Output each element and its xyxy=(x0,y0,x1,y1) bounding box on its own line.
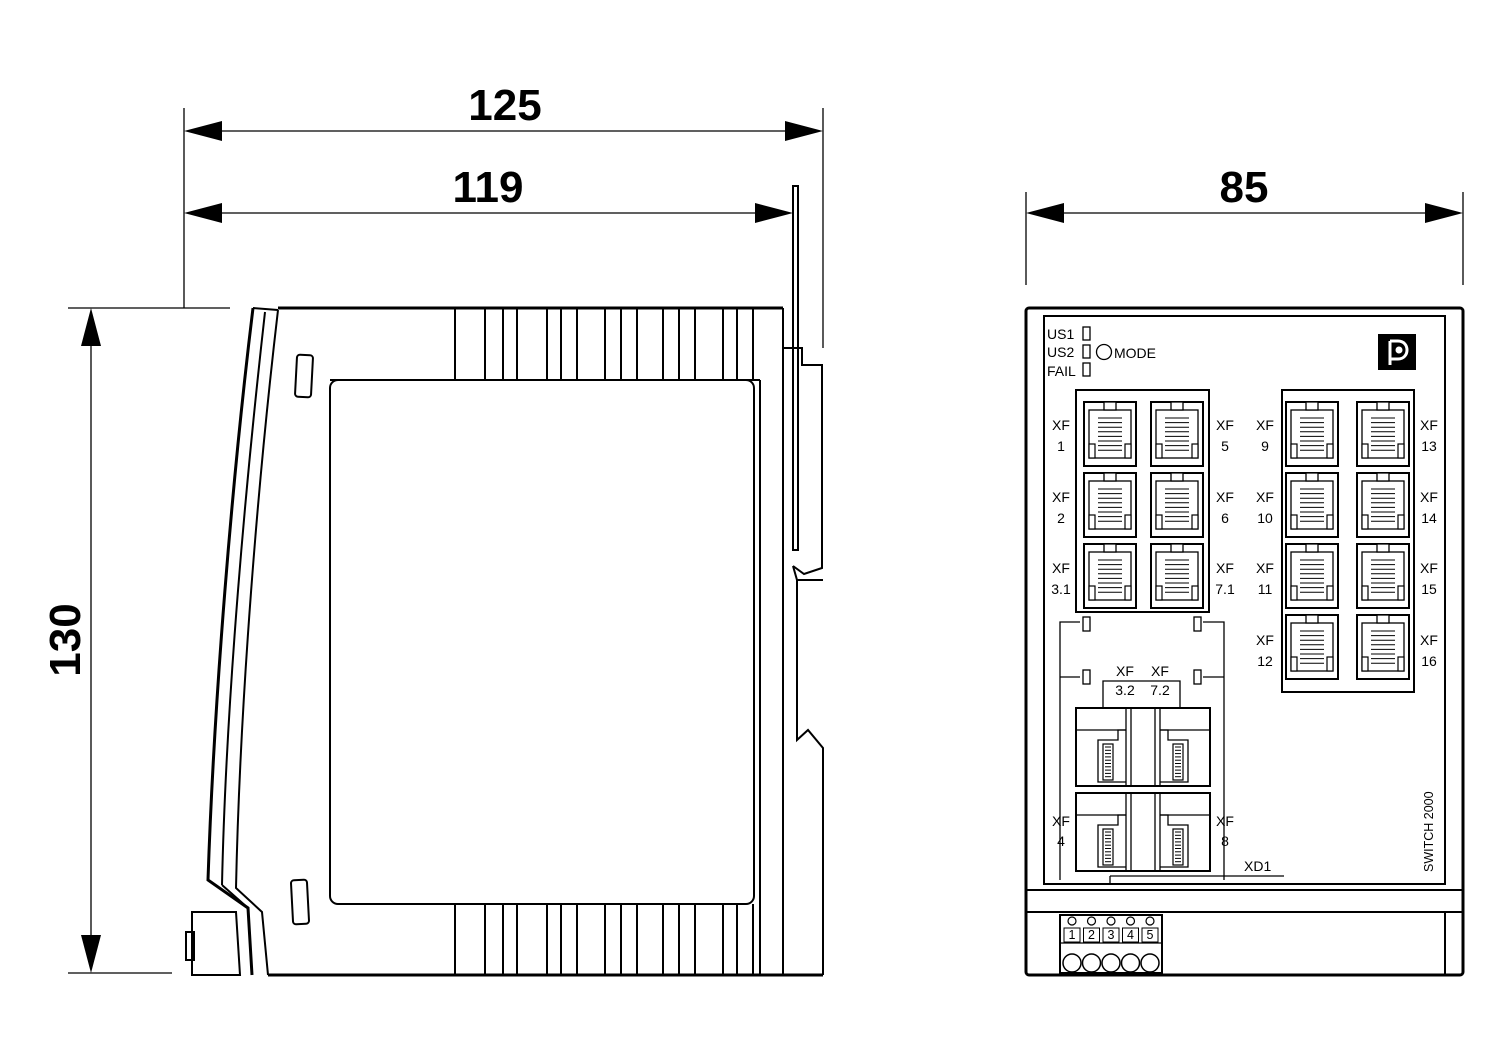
port-label-num: 15 xyxy=(1421,581,1437,597)
port-label-num: 1 xyxy=(1057,438,1065,454)
xd1-label: XD1 xyxy=(1244,858,1271,874)
dimension-125-label: 125 xyxy=(468,81,541,130)
rj45-port[interactable] xyxy=(1356,543,1410,609)
port-label-num: 2 xyxy=(1057,510,1065,526)
led-us2-indicator xyxy=(1082,344,1091,359)
terminal-pin[interactable]: 4 xyxy=(1120,916,1141,973)
port-label-xf: XF xyxy=(1256,560,1274,576)
port-label-num: 10 xyxy=(1257,510,1273,526)
port-label-num: 7.1 xyxy=(1215,581,1235,597)
sfp-label-xf: XF xyxy=(1052,813,1070,829)
rj45-port[interactable] xyxy=(1083,543,1137,609)
xd1-connector: XD1 xyxy=(1059,858,1284,974)
sfp-label-xf: XF xyxy=(1151,663,1169,679)
port-label-xf: XF xyxy=(1420,560,1438,576)
rj45-port[interactable] xyxy=(1285,401,1339,467)
terminal-number: 3 xyxy=(1108,928,1115,942)
dimension-130-label: 130 xyxy=(41,603,90,676)
sfp-led xyxy=(1193,616,1202,632)
port-label-num: 12 xyxy=(1257,653,1273,669)
port-label-num: 14 xyxy=(1421,510,1437,526)
rj45-port[interactable] xyxy=(1356,614,1410,680)
terminal-number: 5 xyxy=(1147,928,1154,942)
terminal-pin[interactable]: 2 xyxy=(1081,916,1102,973)
rj45-port[interactable] xyxy=(1285,614,1339,680)
dimension-119: 119 xyxy=(184,163,793,223)
product-name: SWITCH 2000 xyxy=(1422,791,1436,872)
port-label-xf: XF xyxy=(1420,632,1438,648)
rj45-block-left xyxy=(1075,389,1210,613)
rj45-port[interactable] xyxy=(1150,472,1204,538)
side-view: 125 119 130 xyxy=(41,81,824,977)
led-label-fail: FAIL xyxy=(1047,363,1076,379)
cooling-ribs-bottom xyxy=(454,904,754,975)
dimension-85: 85 xyxy=(1025,163,1464,285)
rj45-port[interactable] xyxy=(1083,472,1137,538)
port-label-xf: XF xyxy=(1216,560,1234,576)
sfp-port[interactable] xyxy=(1075,707,1211,787)
port-label-xf: XF xyxy=(1052,560,1070,576)
port-label-xf: XF xyxy=(1420,417,1438,433)
sfp-port[interactable] xyxy=(1075,792,1211,872)
dimension-85-label: 85 xyxy=(1220,163,1269,212)
sfp-led xyxy=(1082,669,1091,685)
terminal-number: 4 xyxy=(1127,928,1134,942)
terminal-pin[interactable]: 5 xyxy=(1140,916,1160,973)
terminal-number: 2 xyxy=(1088,928,1095,942)
led-us1-indicator xyxy=(1082,326,1091,341)
port-label-num: 13 xyxy=(1421,438,1437,454)
mode-label: MODE xyxy=(1114,345,1156,361)
cooling-ribs-top xyxy=(454,308,754,380)
port-labels-right: XF 9 XF 10 XF 11 XF 12 XF 13 XF 14 XF 15… xyxy=(1256,417,1438,669)
rj45-port[interactable] xyxy=(1356,401,1410,467)
port-label-num: 9 xyxy=(1261,438,1269,454)
port-label-xf: XF xyxy=(1256,632,1274,648)
sfp-label-num: 8 xyxy=(1221,833,1229,849)
port-labels-left: XF 1 XF 2 XF 3.1 XF 5 XF 6 XF 7.1 xyxy=(1051,417,1235,597)
sfp-area: XF 3.2 XF 7.2 XF 4 XF 8 xyxy=(1052,616,1234,880)
port-label-xf: XF xyxy=(1052,489,1070,505)
port-label-num: 6 xyxy=(1221,510,1229,526)
din-rail-clip xyxy=(783,185,824,975)
rj45-port[interactable] xyxy=(1356,472,1410,538)
rj45-port[interactable] xyxy=(1285,543,1339,609)
terminal-pin[interactable]: 3 xyxy=(1101,916,1121,973)
port-label-xf: XF xyxy=(1216,489,1234,505)
dimension-130: 130 xyxy=(41,307,230,974)
terminal-number: 1 xyxy=(1069,928,1076,942)
dimension-125: 125 xyxy=(183,81,824,348)
led-panel: US1 US2 MODE FAIL xyxy=(1047,326,1156,379)
led-label-us2: US2 xyxy=(1047,344,1074,360)
brand-logo xyxy=(1378,334,1416,370)
mode-button[interactable] xyxy=(1095,343,1113,361)
rj45-block-right xyxy=(1281,389,1415,693)
port-label-xf: XF xyxy=(1256,489,1274,505)
port-label-num: 5 xyxy=(1221,438,1229,454)
sfp-label-num: 4 xyxy=(1057,833,1065,849)
sfp-label-num: 7.2 xyxy=(1150,682,1170,698)
sfp-label-xf: XF xyxy=(1116,663,1134,679)
rj45-port[interactable] xyxy=(1285,472,1339,538)
rj45-port[interactable] xyxy=(1150,543,1204,609)
led-label-us1: US1 xyxy=(1047,326,1074,342)
terminal-pin[interactable]: 1 xyxy=(1062,916,1082,973)
port-label-xf: XF xyxy=(1420,489,1438,505)
sfp-led xyxy=(1082,616,1091,632)
side-housing xyxy=(185,185,824,977)
dimension-119-label: 119 xyxy=(453,163,524,212)
port-label-num: 11 xyxy=(1258,581,1273,597)
sfp-label-xf: XF xyxy=(1216,813,1234,829)
led-fail-indicator xyxy=(1082,362,1091,377)
front-view: 85 US1 US2 MODE FAIL xyxy=(1024,163,1465,977)
port-label-xf: XF xyxy=(1256,417,1274,433)
port-label-num: 16 xyxy=(1421,653,1437,669)
sfp-label-num: 3.2 xyxy=(1115,682,1135,698)
rj45-port[interactable] xyxy=(1083,401,1137,467)
port-label-num: 3.1 xyxy=(1051,581,1071,597)
sfp-led xyxy=(1193,669,1202,685)
rj45-port[interactable] xyxy=(1150,401,1204,467)
port-label-xf: XF xyxy=(1052,417,1070,433)
port-label-xf: XF xyxy=(1216,417,1234,433)
